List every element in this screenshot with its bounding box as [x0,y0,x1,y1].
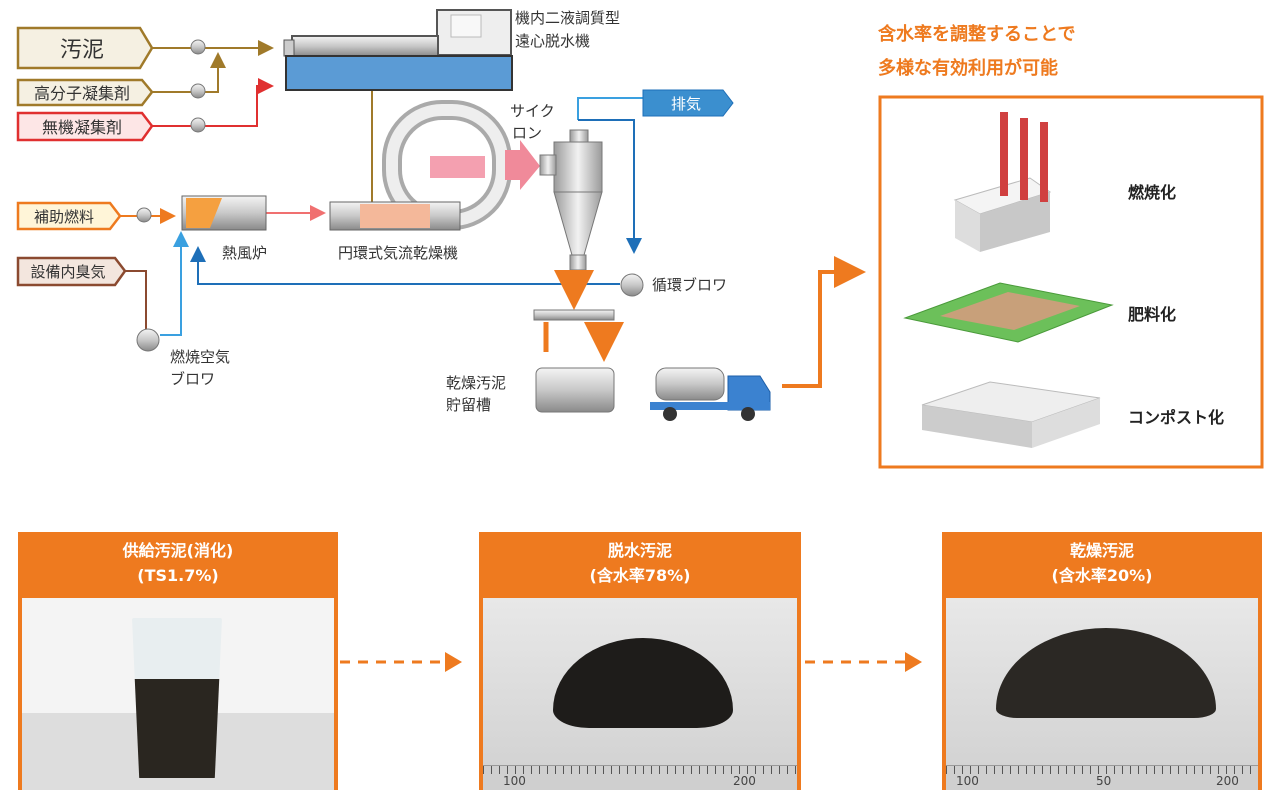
svg-text:設備内臭気: 設備内臭気 [30,263,105,281]
sample-subtitle: (TS1.7%) [137,566,219,585]
storage-tank-icon [535,367,615,413]
arrow-right-icon [905,652,922,672]
compost-facility-icon [921,381,1101,448]
cyclone-label: サイク [510,102,555,120]
combustion-blower-label: 燃焼空気 [170,348,230,366]
blower-icon [620,273,644,297]
uses-title: 含水率を調整することで [878,23,1075,45]
centrifuge-label: 遠心脱水機 [515,32,590,50]
sludge-pile [996,628,1216,718]
sample-subtitle: (含水率78%) [589,566,691,585]
sample-title: 供給汚泥(消化) [122,541,234,560]
svg-text:排気: 排気 [671,95,701,113]
input-polymer: 高分子凝集剤 [16,78,154,107]
combustion-blower-label: ブロワ [170,370,215,388]
input-aux-fuel: 補助燃料 [16,201,122,231]
ring-dryer-label: 円環式気流乾燥機 [338,244,458,262]
furnace-label: 熱風炉 [222,244,267,262]
use-item-compost: コンポスト化 [1128,408,1224,427]
sample-title: 乾燥汚泥 [1069,541,1134,560]
truck-icon [650,367,771,421]
input-odor: 設備内臭気 [16,256,127,287]
use-item-combustion: 燃焼化 [1128,183,1176,202]
svg-text:高分子凝集剤: 高分子凝集剤 [34,84,130,103]
cyclone-label: ロン [512,124,542,142]
input-inorganic: 無機凝集剤 [16,111,154,142]
cup-icon [132,618,222,778]
cyclone-icon [539,129,603,271]
ring-dryer-icon [181,100,540,231]
svg-text:無機凝集剤: 無機凝集剤 [42,118,122,137]
circulation-blower-label: 循環ブロワ [652,276,727,294]
svg-text:汚泥: 汚泥 [60,38,104,63]
sludge-pile [553,638,733,728]
centrifuge-label: 機内二液調質型 [515,9,620,27]
use-item-fertilizer: 肥料化 [1128,305,1176,324]
sample-card-feed-sludge: 供給汚泥(消化) (TS1.7%) [18,532,338,790]
centrifuge-icon [283,9,513,91]
sample-subtitle: (含水率20%) [1051,566,1153,585]
blower-icon [136,328,160,352]
sample-photo [22,598,334,790]
factory-icon [953,112,1052,252]
svg-text:補助燃料: 補助燃料 [34,208,94,226]
storage-label: 貯留槽 [446,396,491,414]
exhaust-label: 排気 [642,89,734,117]
uses-title: 多様な有効利用が可能 [878,57,1058,79]
arrow-right-icon [445,652,462,672]
sample-title: 脱水汚泥 [607,541,672,560]
input-sludge: 汚泥 [16,26,154,70]
pump-icon [136,39,206,223]
storage-label: 乾燥汚泥 [446,374,506,392]
